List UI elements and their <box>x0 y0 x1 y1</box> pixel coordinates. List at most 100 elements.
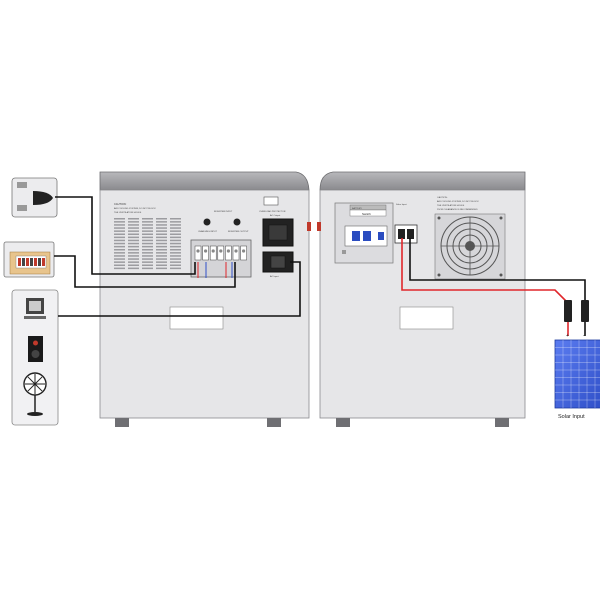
vent-slot <box>170 264 181 266</box>
distribution-box <box>3 241 55 278</box>
dist-breaker <box>34 258 37 266</box>
vent-slot <box>156 261 167 263</box>
vent-slot <box>142 236 153 239</box>
vent-slot <box>114 255 125 257</box>
left-caution-line-1: CAUTION: <box>114 202 127 206</box>
vent-slot <box>170 249 181 251</box>
vent-slot <box>114 242 125 245</box>
vent-slot <box>156 233 167 235</box>
plug-icon <box>33 191 53 205</box>
solar-plus: + <box>566 333 569 339</box>
ac-output-label: AC Output <box>270 214 281 217</box>
terminal-screw <box>194 245 202 261</box>
vent-slot <box>128 249 139 251</box>
left-cabinet: CAUTION: AIR COOLING SYSTEM, DO NOT BLOC… <box>99 171 310 427</box>
breaker-toggle-2 <box>363 231 371 241</box>
vent-slot <box>128 233 139 235</box>
vent-slot <box>128 239 139 242</box>
vent-slot <box>170 227 181 229</box>
ac-input-label: AC Input <box>270 275 279 278</box>
mc4-connectors: + - <box>564 300 589 339</box>
vent-slot <box>170 218 181 220</box>
mc4-negative <box>581 300 589 322</box>
right-caution-line-2: AIR COOLING SYSTEM, DO NOT BLOCK <box>437 200 479 203</box>
vent-slot <box>170 242 181 245</box>
vent-slot <box>128 245 139 248</box>
vent-slot <box>170 233 181 235</box>
dist-box-wire <box>54 255 236 288</box>
vent-slot <box>156 236 167 239</box>
right-foot-1 <box>336 418 350 427</box>
vent-slot <box>156 258 167 260</box>
right-latch <box>317 222 321 231</box>
vent-slot <box>114 264 125 266</box>
vent-slot <box>170 261 181 263</box>
vent-slot <box>114 221 125 223</box>
fan-grille <box>434 213 506 280</box>
vent-slot <box>170 239 181 242</box>
fan-blade <box>27 383 36 392</box>
vent-slot <box>114 227 125 229</box>
left-foot-1 <box>115 418 129 427</box>
vent-slot <box>114 218 125 220</box>
vent-slot <box>128 255 139 257</box>
vent-slot <box>114 249 125 251</box>
right-cabinet: BATTERY Switch Solar Input CAUTION: AIR … <box>307 171 526 427</box>
breaker-tag-left: BATTERY <box>352 207 362 210</box>
left-knob-2 <box>233 218 241 226</box>
vent-slot <box>156 230 167 232</box>
vent-slot <box>156 264 167 266</box>
solar-input-terminal-label: Solar Input <box>396 203 407 206</box>
fan-blade <box>27 376 36 385</box>
left-caution-line-3: THE VENTILATION HOLES <box>114 211 142 214</box>
speaker-icon <box>28 336 43 362</box>
terminal-screw <box>209 245 217 261</box>
vent-slot <box>170 221 181 223</box>
dist-breaker <box>26 258 29 266</box>
fan-blade <box>34 376 43 385</box>
vent-slot <box>114 245 125 248</box>
vent-slot <box>156 224 167 226</box>
left-caution-line-2: AIR COOLING SYSTEM, DO NOT BLOCK <box>114 207 156 210</box>
vent-slot <box>170 224 181 226</box>
vent-slot <box>142 242 153 245</box>
vent-slot <box>170 252 181 254</box>
terminal-screw <box>202 245 209 261</box>
inverter-output-label: INVERTER OUTPUT <box>228 231 249 233</box>
vent-slot <box>170 236 181 239</box>
vent-slot <box>128 221 139 223</box>
wall-outlet <box>11 177 58 218</box>
dist-breaker <box>30 258 33 266</box>
solar-wires <box>401 238 586 336</box>
appliance-panel <box>11 289 59 426</box>
mc4-positive <box>564 300 572 322</box>
vent-slot <box>156 218 167 220</box>
left-rocker-switch <box>263 196 279 206</box>
solar-panel-label: Solar Input <box>558 414 585 420</box>
right-caution-line-1: CAUTION: <box>437 196 448 199</box>
left-terminal-screws <box>194 245 247 261</box>
breaker-toggle-1 <box>352 231 360 241</box>
vent-slot <box>128 236 139 239</box>
vent-slot <box>128 261 139 263</box>
right-caution-line-4: 25CM CLEARANCE IS RECOMMENDED <box>437 208 478 211</box>
vent-slot <box>128 264 139 266</box>
vent-slot <box>142 221 153 223</box>
vent-slot <box>156 227 167 229</box>
left-foot-2 <box>267 418 281 427</box>
solar-panel: Solar Input <box>554 339 600 420</box>
dist-breaker <box>38 258 41 266</box>
vent-slot <box>142 258 153 260</box>
vent-slot <box>156 252 167 254</box>
vent-slot <box>114 224 125 226</box>
terminal-screw <box>225 245 232 261</box>
vent-slot <box>170 230 181 232</box>
load-wires <box>54 196 301 317</box>
vent-slot <box>114 230 125 232</box>
charging-input-label: CHARGING INPUT <box>198 230 218 233</box>
left-latch <box>307 222 311 231</box>
right-foot-2 <box>495 418 509 427</box>
vent-slot <box>114 233 125 235</box>
vent-slot <box>170 255 181 257</box>
